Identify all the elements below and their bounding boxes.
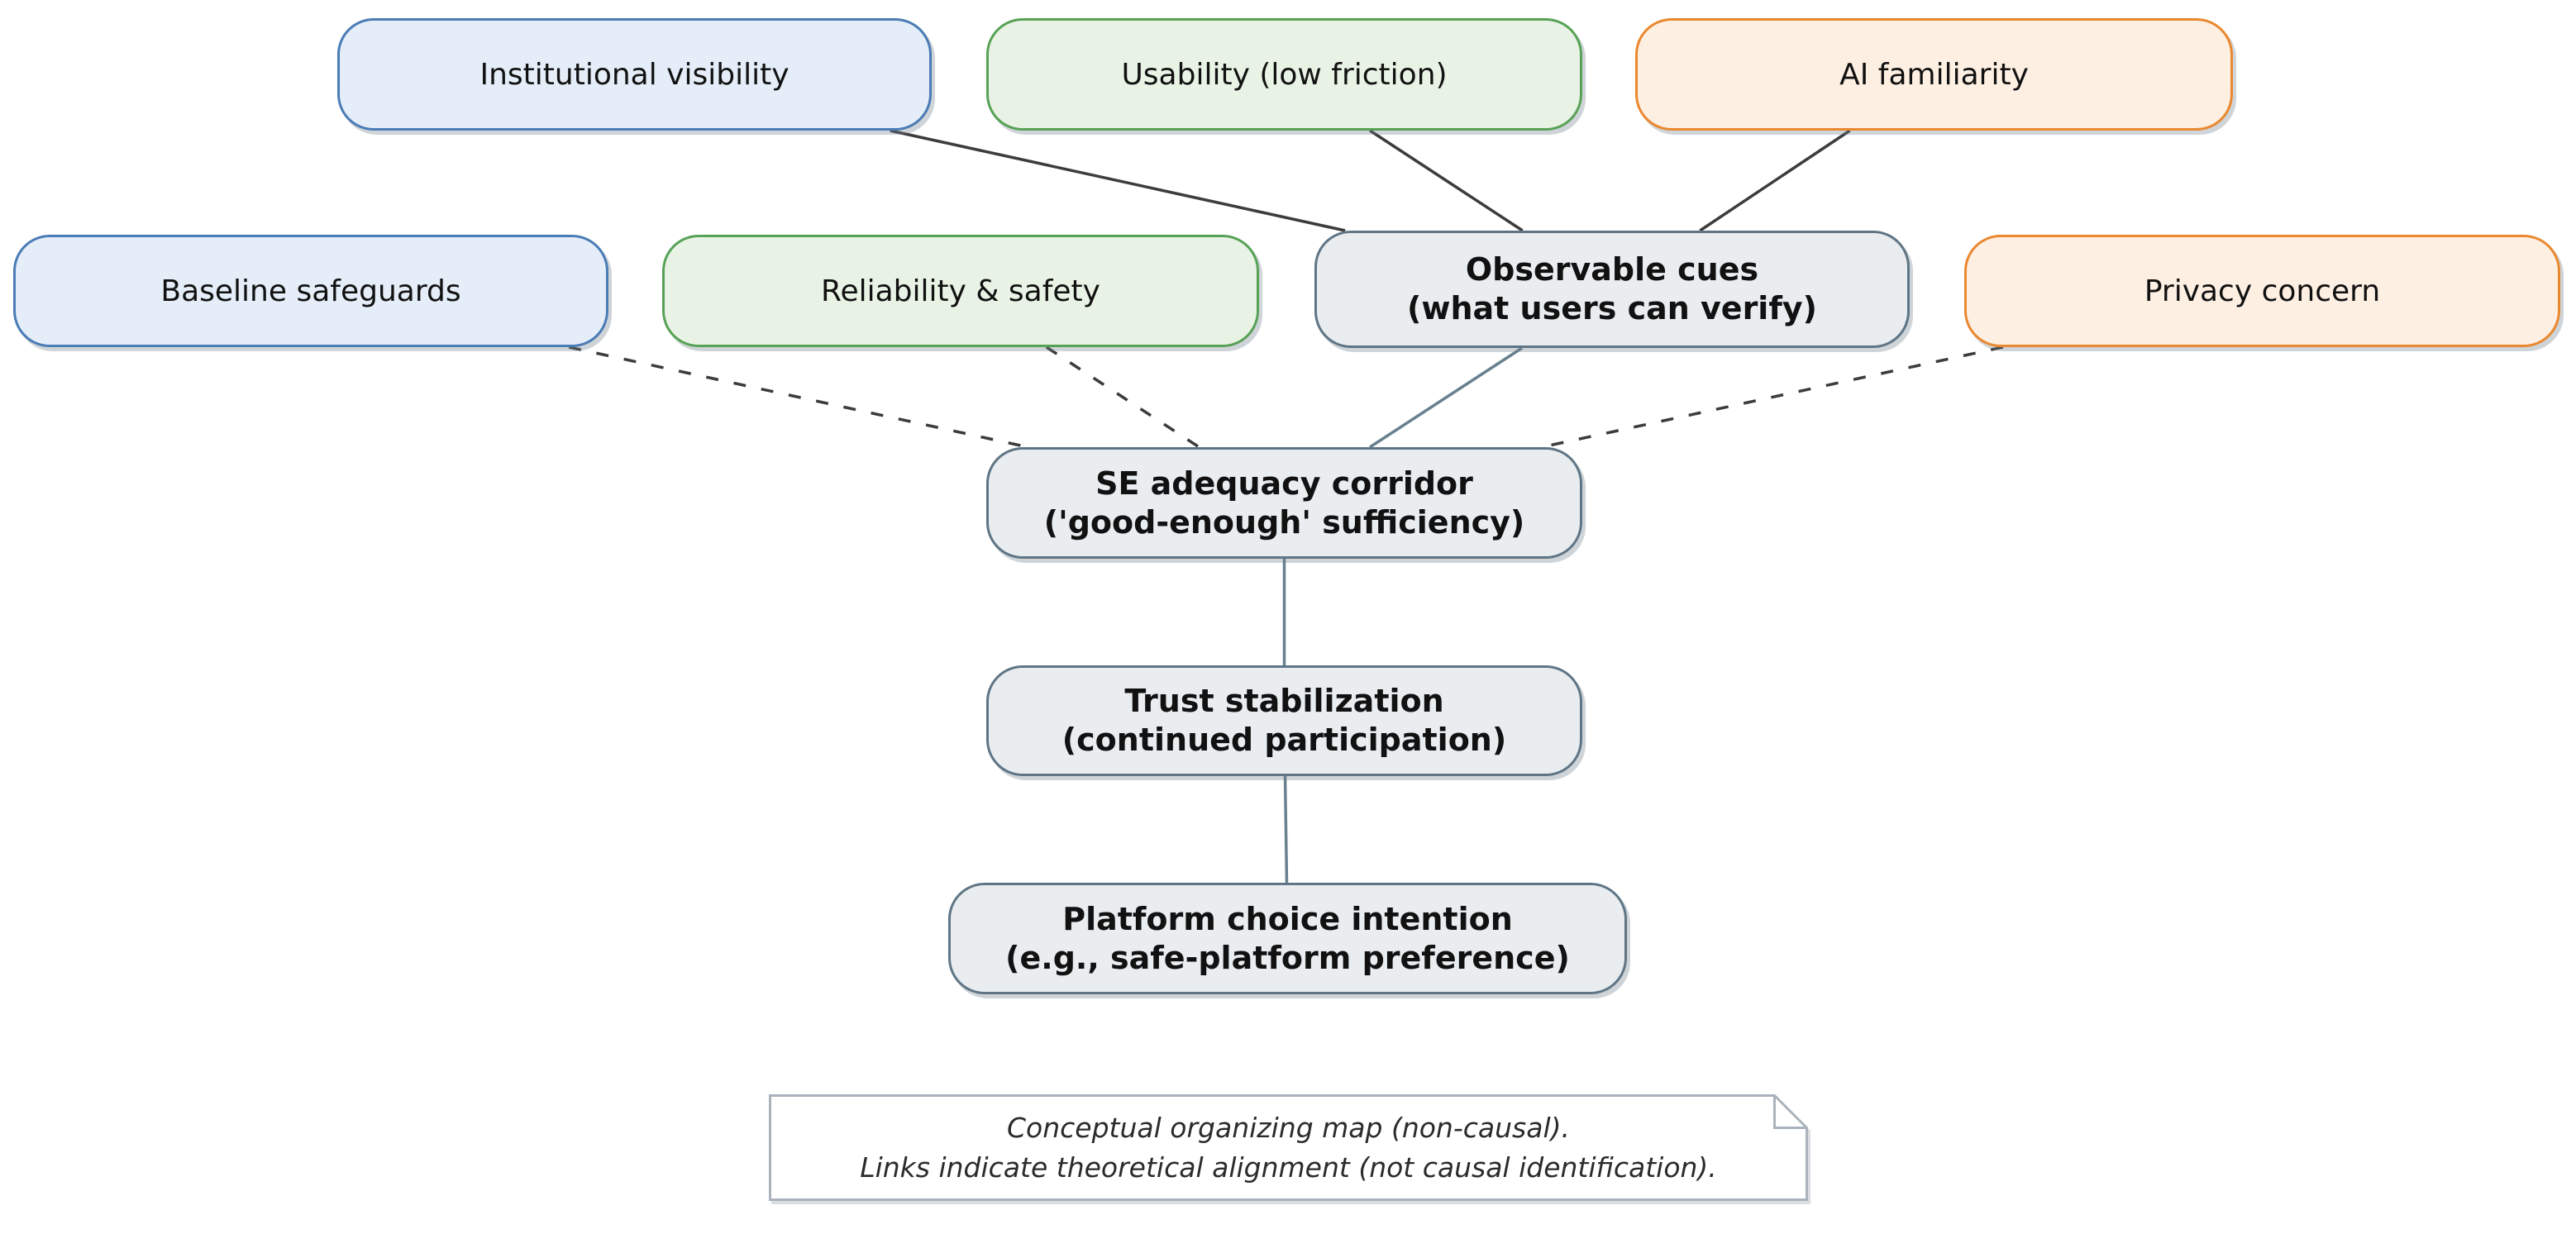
node-trust-stabilization: Trust stabilization (continued participa… [986,665,1582,776]
node-label: Reliability & safety [821,274,1100,308]
node-label-line1: Platform choice intention [1062,900,1513,937]
node-institutional-visibility: Institutional visibility [337,18,932,131]
note-shape [769,1094,1808,1201]
footnote-line1: Conceptual organizing map (non-causal). [1007,1111,1570,1144]
edge-reliability-corridor [1045,345,1200,449]
node-label-line2: (continued participation) [1061,722,1507,758]
node-label-line1: SE adequacy corridor [1095,465,1473,502]
node-ai-familiarity: AI familiarity [1635,18,2233,131]
node-usability: Usability (low friction) [986,18,1582,131]
node-se-adequacy-corridor: SE adequacy corridor ('good-enough' suff… [986,447,1582,559]
edge-usability-observable [1369,129,1524,232]
node-label: Privacy concern [2144,274,2381,308]
edge-observable-corridor [1369,346,1524,449]
edge-trust-platform [1283,775,1289,884]
node-baseline-safeguards: Baseline safeguards [13,235,608,347]
node-platform-choice-intention: Platform choice intention (e.g., safe-pl… [948,883,1627,994]
note-fold-icon [1773,1095,1807,1129]
edge-institutional-observable [890,129,1346,232]
node-privacy-concern: Privacy concern [1964,235,2560,347]
node-label: AI familiarity [1839,57,2029,92]
node-label-line1: Trust stabilization [1124,683,1444,719]
node-reliability-safety: Reliability & safety [662,235,1259,347]
footnote-box: Conceptual organizing map (non-causal). … [769,1094,1808,1201]
node-label: Usability (low friction) [1121,57,1448,92]
node-label: Baseline safeguards [160,274,461,308]
node-label-line2: ('good-enough' sufficiency) [1043,503,1525,541]
edge-baseline-corridor [568,345,1029,449]
edge-privacy-corridor [1541,345,2004,449]
node-label-line2: (e.g., safe-platform preference) [1005,939,1570,976]
note-outline [769,1094,1808,1201]
node-label-line1: Observable cues [1465,251,1759,288]
edge-ai_familiarity-observable [1699,129,1851,232]
node-label: Institutional visibility [479,57,789,92]
node-label-line2: (what users can verify) [1406,290,1818,326]
footnote-text: Conceptual organizing map (non-causal). … [769,1094,1808,1201]
node-observable-cues: Observable cues (what users can verify) [1314,231,1910,348]
footnote-line2: Links indicate theoretical alignment (no… [860,1151,1717,1184]
